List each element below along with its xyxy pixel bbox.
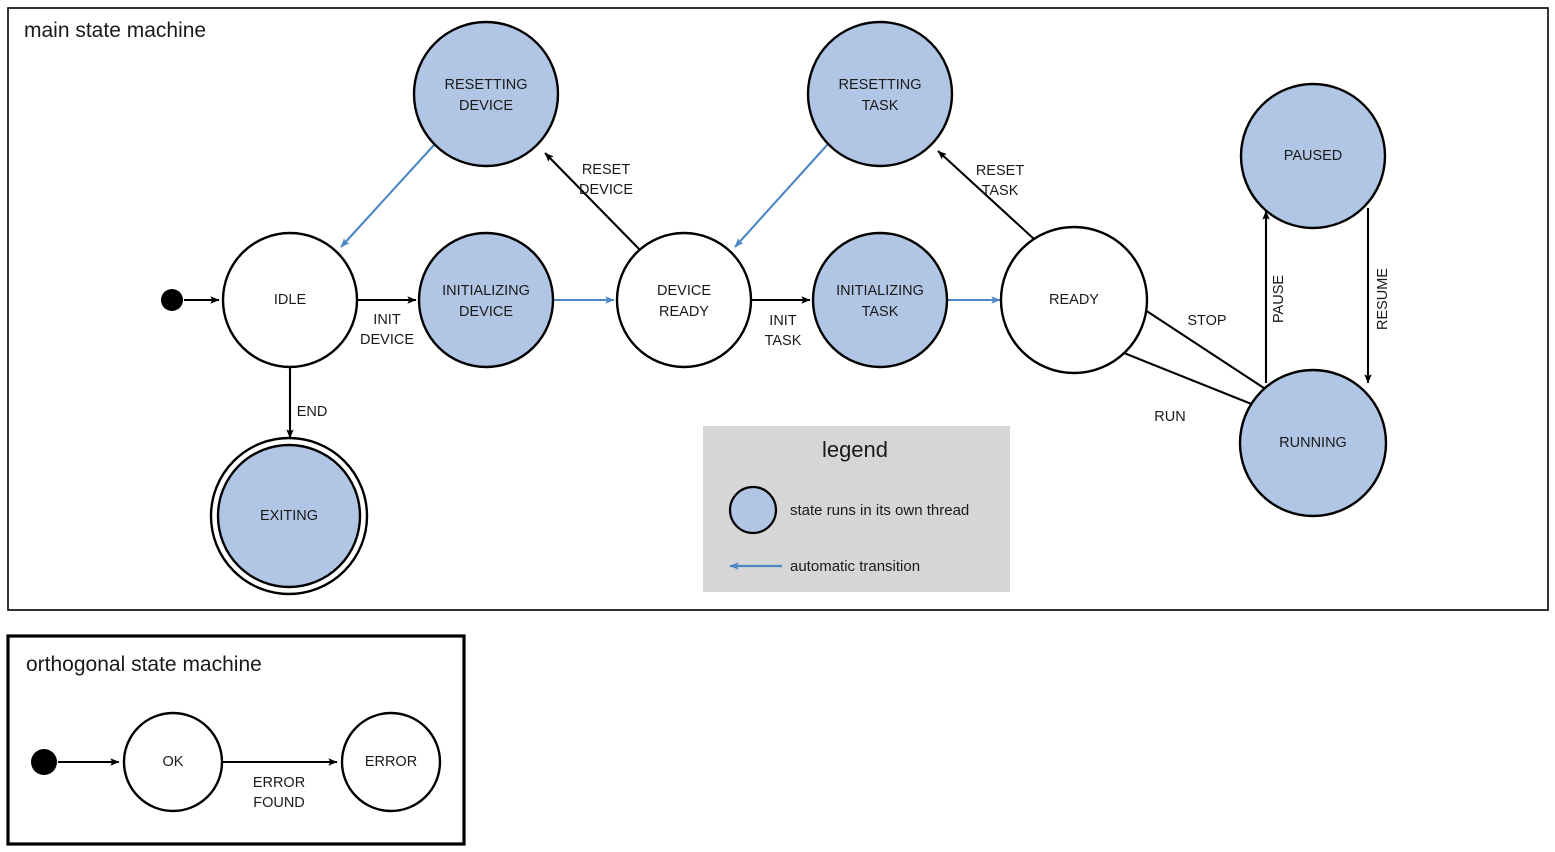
orthogonal-frame-border [6,634,466,846]
state-running[interactable]: RUNNING [1238,368,1388,518]
legend-title: legend [822,437,888,462]
state-exiting-shape[interactable] [216,443,362,589]
state-ok[interactable]: OK [122,711,224,813]
state-ready[interactable]: READY [999,225,1149,375]
states-layer: IDLE RESETTING DEVICE INITIALIZING DEVIC… [31,20,1388,813]
main-frame-title: main state machine [24,19,206,42]
state-initializing-device-shape[interactable] [417,231,555,369]
label-reset-task-line1: RESET [976,163,1024,179]
transition-devready-resetdev [544,152,641,251]
label-init-task-line1: INIT [769,313,797,329]
state-idle[interactable]: IDLE [221,231,359,369]
state-resetting-task-label-line2: TASK [862,98,899,114]
state-resetting-device-label-line1: RESETTING [445,77,528,93]
state-ready-shape[interactable] [999,225,1149,375]
frame-main: main state machine [7,7,1549,611]
main-frame-border [7,7,1549,611]
label-pause: PAUSE [1271,275,1287,323]
transition-resettask-devready [734,143,829,248]
transition-running-ready [1132,301,1271,393]
label-error-found-line1: ERROR [253,775,305,791]
orthogonal-frame-title: orthogonal state machine [26,653,262,676]
state-device-ready-label-line2: READY [659,304,709,320]
state-paused-label: PAUSED [1284,148,1343,164]
state-initializing-task[interactable]: INITIALIZING TASK [811,231,949,369]
state-idle-label: IDLE [274,292,307,308]
state-ok-shape[interactable] [122,711,224,813]
label-resume: RESUME [1375,268,1391,330]
state-running-shape[interactable] [1238,368,1388,518]
initial-state-dot-main [161,289,183,311]
state-device-ready[interactable]: DEVICE READY [615,231,753,369]
state-device-ready-label-line1: DEVICE [657,283,711,299]
state-error-shape[interactable] [340,711,442,813]
state-error-label: ERROR [365,754,417,770]
transitions-layer [58,143,1372,766]
state-initializing-task-label-line1: INITIALIZING [836,283,924,299]
label-stop: STOP [1187,313,1226,329]
legend-auto-transition-text: automatic transition [790,558,920,575]
state-resetting-device-label-line2: DEVICE [459,98,513,114]
legend-thread-state-swatch-icon [728,485,778,535]
state-initializing-task-label-line2: TASK [862,304,899,320]
state-resetting-task-shape[interactable] [806,20,954,168]
state-resetting-task[interactable]: RESETTING TASK [806,20,954,168]
state-resetting-task-label-line1: RESETTING [839,77,922,93]
state-initializing-device[interactable]: INITIALIZING DEVICE [417,231,555,369]
transition-labels-layer: INIT DEVICE RESET DEVICE INIT TASK RESET… [253,162,1391,811]
state-resetting-device-shape[interactable] [412,20,560,168]
label-init-device-line1: INIT [373,312,401,328]
state-error[interactable]: ERROR [340,711,442,813]
label-init-device-line2: DEVICE [360,332,414,348]
label-reset-device-line2: DEVICE [579,182,633,198]
label-init-task-line2: TASK [765,333,802,349]
transition-ready-running [1123,352,1265,410]
transition-resetdev-idle [340,144,435,248]
state-device-ready-shape[interactable] [615,231,753,369]
state-ready-label: READY [1049,292,1099,308]
legend-thread-state-text: state runs in its own thread [790,502,969,519]
legend-panel: legend state runs in its own thread auto… [703,426,1010,592]
state-exiting[interactable]: EXITING [209,436,369,596]
initial-state-dot-orthogonal [31,749,57,775]
state-paused-shape[interactable] [1239,82,1387,230]
label-end: END [297,404,328,420]
state-paused[interactable]: PAUSED [1239,82,1387,230]
state-initializing-device-label-line1: INITIALIZING [442,283,530,299]
label-reset-device-line1: RESET [582,162,630,178]
state-exiting-label: EXITING [260,508,318,524]
state-running-label: RUNNING [1279,435,1347,451]
frame-orthogonal: orthogonal state machine [6,634,466,846]
state-initializing-device-label-line2: DEVICE [459,304,513,320]
state-idle-shape[interactable] [221,231,359,369]
state-exiting-outer-ring [209,436,369,596]
label-error-found-line2: FOUND [253,795,305,811]
state-ok-label: OK [163,754,184,770]
transition-ready-resettask [937,150,1035,240]
label-run: RUN [1154,409,1185,425]
label-reset-task-line2: TASK [982,183,1019,199]
state-resetting-device[interactable]: RESETTING DEVICE [412,20,560,168]
state-initializing-task-shape[interactable] [811,231,949,369]
